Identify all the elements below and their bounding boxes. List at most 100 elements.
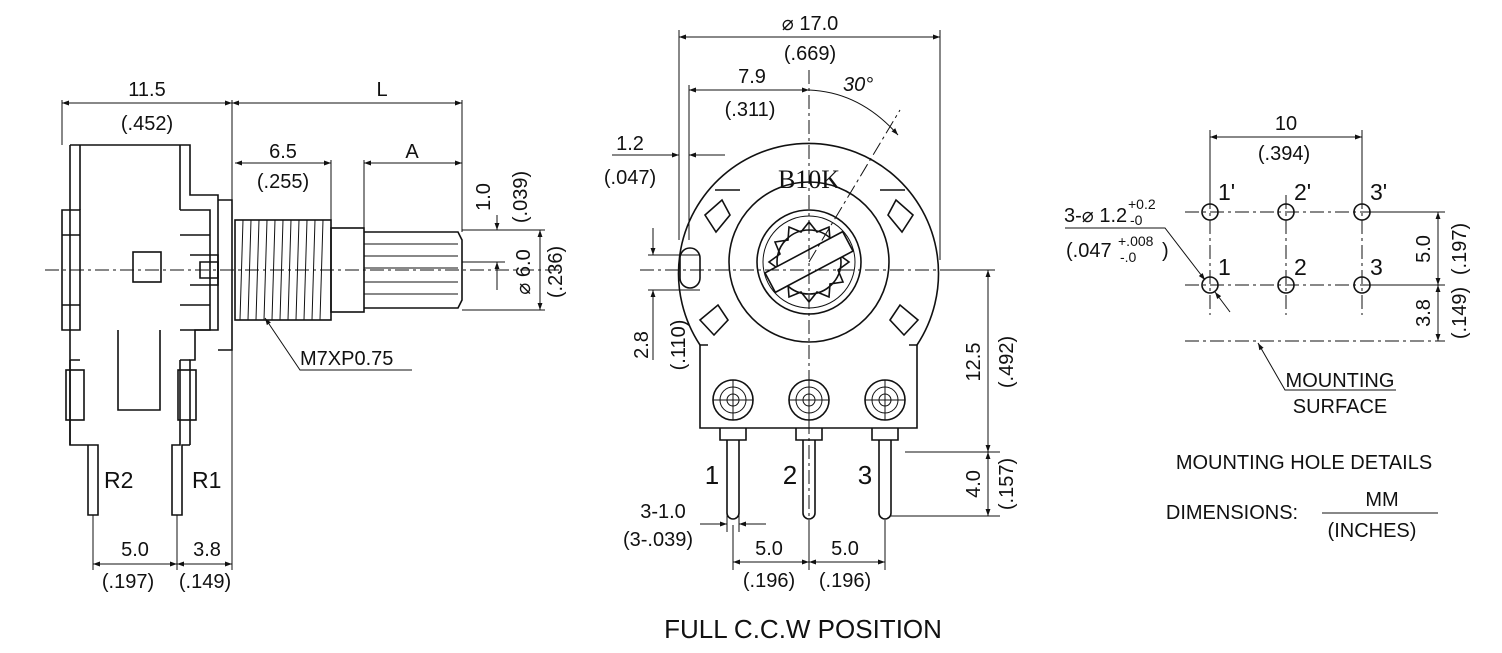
pin-label-3: 3 [858,460,872,490]
terminal-1 [712,379,754,520]
dim-40-mm: 4.0 [963,470,985,498]
dim-flat-in: (.039) [510,171,532,223]
pin-label-2: 2 [783,460,797,490]
dim-flat-mm: 1.0 [473,183,495,211]
hole-label-2: 2 [1294,254,1307,280]
thread-spec: M7XP0.75 [300,348,393,370]
dim-half-in: (.311) [725,99,776,121]
dim-roffset-in: (.149) [179,571,231,593]
dim-p2-mm: 5.0 [831,538,859,560]
mounting-label-2: SURFACE [1293,396,1387,418]
dim-shaft-in: (.236) [545,246,567,298]
terminal-r1: R1 [192,467,221,493]
hole-spec-in: (.047 [1066,240,1112,262]
dim-50-mm: 5.0 [1413,235,1435,263]
angle-label: 30° [843,74,873,96]
dim-body-in: (.452) [121,113,173,135]
dim-hole-5: 5.0 (.197) [1372,211,1471,286]
angle-line [808,109,901,263]
dim-body-length: 11.5 (.452) [61,79,233,200]
hole-3p [1353,203,1371,221]
dim-roffset-mm: 3.8 [193,539,221,561]
dim-angle: 30° [808,74,899,136]
mounting-label-1: MOUNTING [1286,370,1395,392]
terminal-r2: R2 [104,467,133,493]
hole-label-3p: 3' [1370,179,1387,205]
hole-spec-in-close: ) [1162,240,1169,262]
units-mm: MM [1365,489,1398,511]
dim-thread-in: (.255) [257,171,309,193]
hole-label-3: 3 [1370,254,1383,280]
front-caption: FULL C.C.W POSITION [664,614,942,644]
dim-half-mm: 7.9 [738,66,766,88]
dim-pin-in: (3-.039) [623,529,693,551]
dim-rpitch-in: (.197) [102,571,154,593]
hole-1p [1201,203,1219,221]
dim-40-in: (.157) [996,458,1018,510]
hole-2p [1277,203,1295,221]
hole-tol-in-minus: -.0 [1120,249,1137,265]
dim-4-0: 4.0 (.157) [891,452,1018,517]
dim-dia-in: (.669) [784,43,836,65]
dim-L: L [232,79,463,232]
dim-pin-pitch: 5.0 (.196) 5.0 (.196) [732,520,886,592]
dim-half: 7.9 (.311) [688,66,809,240]
dim-38-mm: 3.8 [1413,299,1435,327]
dim-p1-mm: 5.0 [755,538,783,560]
dim-p2-in: (.196) [819,570,871,592]
units-legend: DIMENSIONS: MM (INCHES) [1166,489,1438,542]
dim-tab: 1.2 (.047) [604,133,725,189]
dim-A: A [363,141,462,228]
dim-12-5: 12.5 (.492) [905,269,1018,453]
dim-terminal-pitch: 5.0 (.197) 3.8 (.149) [92,350,233,593]
dim-38-in: (.149) [1449,287,1471,339]
hole-details-title: MOUNTING HOLE DETAILS [1176,452,1432,474]
dim-10-mm: 10 [1275,113,1297,135]
dim-shaft-mm: ⌀ 6.0 [513,249,535,294]
hole-label-1p: 1' [1218,179,1235,205]
hole-h-centerlines [1185,211,1445,286]
dim-50-in: (.197) [1449,223,1471,275]
dim-A-label: A [405,141,419,163]
units-inches: (INCHES) [1328,520,1417,542]
mounting-surface-callout: MOUNTING SURFACE [1257,342,1396,418]
shaft [364,231,463,309]
dim-p1-in: (.196) [743,570,795,592]
dim-hole-10: 10 (.394) [1209,113,1363,200]
dim-shaft-dia: ⌀ 6.0 (.236) [462,229,567,311]
dim-10-in: (.394) [1258,143,1310,165]
dim-body-mm: 11.5 [128,79,165,101]
hole-details: 1' 2' 3' 1 2 3 10 (.394) 3-⌀ 1.2 +0.2 -0… [1064,113,1471,542]
dim-thread-mm: 6.5 [269,141,297,163]
hole-tol-in-plus: +.008 [1118,233,1154,249]
dim-diameter: ⌀ 17.0 (.669) [678,13,941,260]
hole-1 [1201,276,1219,294]
thread-callout: M7XP0.75 [264,317,412,371]
front-view: B10K ⌀ 17.0 (.669) 7.9 (.311) 30° 1.2 (.… [604,13,1018,644]
terminal-3 [864,379,906,520]
dim-hole-3-8: 3.8 (.149) [1413,285,1471,341]
side-body [61,144,233,516]
pin-label-1: 1 [705,460,719,490]
dim-thread-length: 6.5 (.255) [235,141,332,220]
hole-label-2p: 2' [1294,179,1311,205]
marking-b10k: B10K [778,165,840,194]
dim-28-in: (.110) [668,320,690,371]
side-view: 11.5 (.452) L 6.5 (.255) A 1.0 (.039) [45,79,567,593]
dim-dia-mm: ⌀ 17.0 [782,13,839,35]
hole-spec: 3-⌀ 1.2 +0.2 -0 (.047 +.008 -.0 ) [1064,196,1231,313]
units-label: DIMENSIONS: [1166,502,1298,524]
dim-tab-mm: 1.2 [616,133,644,155]
dim-28-mm: 2.8 [631,331,653,359]
hole-tol-mm-plus: +0.2 [1128,196,1156,212]
dim-125-in: (.492) [996,336,1018,388]
hole-v-centerlines [1209,195,1363,315]
dim-2-8: 2.8 (.110) [631,228,700,370]
hole-spec-mm: 3-⌀ 1.2 [1064,205,1127,227]
hole-2 [1277,276,1295,294]
hole-tol-mm-minus: -0 [1130,212,1143,228]
dim-pin-width: 3-1.0 (3-.039) [623,501,766,551]
dim-125-mm: 12.5 [963,343,985,382]
hole-3 [1353,276,1371,294]
